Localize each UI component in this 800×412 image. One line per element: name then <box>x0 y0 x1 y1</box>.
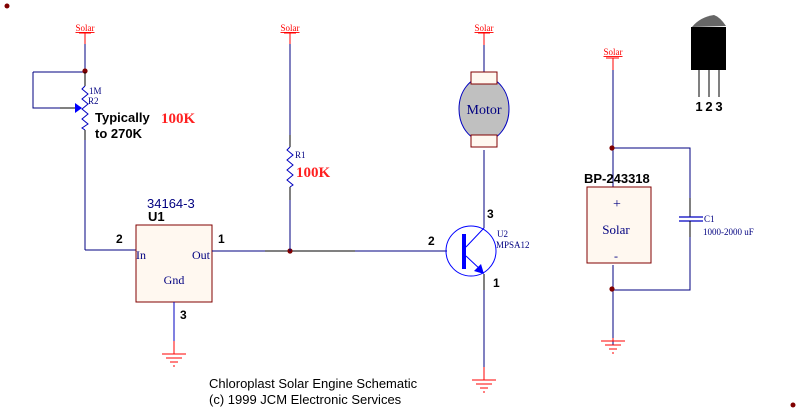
emitter-arrow-icon <box>474 264 484 274</box>
u1-in-label: In <box>136 248 146 262</box>
u1-gnd-label: Gnd <box>164 273 185 287</box>
u2-pin-emitter-number: 1 <box>493 276 500 290</box>
to92-pin-label: 1 <box>695 99 702 114</box>
u2-part-number: MPSA12 <box>496 240 530 250</box>
r1-designator: R1 <box>295 150 306 160</box>
u1-out-label: Out <box>192 248 211 262</box>
to92-package-icon <box>691 15 726 97</box>
solar-panel-plus: + <box>613 197 621 212</box>
to92-pin-label: 3 <box>715 99 722 114</box>
wiper-arrow-icon <box>75 103 82 113</box>
r1-resistor <box>286 146 294 188</box>
r2-note-prefix: Typically <box>95 110 150 125</box>
wire <box>613 147 691 209</box>
motor-supply-symbol: Solar <box>475 23 494 45</box>
junction-dot <box>609 286 615 292</box>
ground-icon <box>601 338 625 354</box>
solar-panel-label: Solar <box>602 222 630 237</box>
c1-capacitor <box>679 198 703 237</box>
wire <box>32 72 60 109</box>
r1-value: 100K <box>296 165 331 181</box>
power-label-solar: Solar <box>281 23 300 33</box>
u2-pin-collector-number: 3 <box>487 207 494 221</box>
r2-note-value: 100K <box>161 111 196 127</box>
u1-part-number: 34164-3 <box>147 196 195 211</box>
motor-terminal-bottom <box>470 134 498 148</box>
u1-voltage-detector: 34164-3 U1 In Out Gnd <box>135 196 213 303</box>
schematic-copyright: (c) 1999 JCM Electronic Services <box>209 392 402 407</box>
r2-supply-symbol: Solar <box>76 23 95 44</box>
motor-terminal-top <box>470 71 498 85</box>
power-label-solar: Solar <box>475 23 494 33</box>
c1-value: 1000-2000 uF <box>703 227 754 237</box>
u2-pin-base-number: 2 <box>428 234 435 248</box>
corner-marker <box>790 402 796 408</box>
solar-panel: + Solar - <box>586 186 652 264</box>
r2-value: 1M <box>89 86 102 96</box>
to92-pin-label: 2 <box>705 99 712 114</box>
wire <box>613 237 691 291</box>
u1-designator: U1 <box>148 209 165 224</box>
r1-supply-symbol: Solar <box>281 23 300 44</box>
ground-icon <box>472 367 496 393</box>
panel-supply-symbol: Solar <box>604 47 623 70</box>
u2-npn-transistor <box>445 222 497 277</box>
power-label-solar: Solar <box>76 23 95 33</box>
u1-pin-out-number: 1 <box>218 232 225 246</box>
u1-pin-gnd-number: 3 <box>180 308 187 322</box>
junction-dot <box>82 68 88 74</box>
junction-dot <box>609 145 615 151</box>
r2-note-suffix: to 270K <box>95 126 143 141</box>
u1-pin-in-number: 2 <box>116 232 123 246</box>
corner-marker <box>4 3 10 9</box>
solar-panel-body <box>586 186 652 264</box>
ground-icon <box>162 341 186 367</box>
schematic-title: Chloroplast Solar Engine Schematic <box>209 376 418 391</box>
u2-designator: U2 <box>497 229 508 239</box>
r2-potentiometer <box>81 85 89 131</box>
u1-body <box>135 224 213 303</box>
r2-designator: R2 <box>88 96 99 106</box>
power-label-solar: Solar <box>604 47 623 57</box>
c1-designator: C1 <box>704 214 715 224</box>
motor: Motor <box>458 71 510 148</box>
solar-panel-minus: - <box>614 249 618 263</box>
motor-label: Motor <box>467 103 502 118</box>
solar-panel-part-number: BP-243318 <box>584 171 650 186</box>
